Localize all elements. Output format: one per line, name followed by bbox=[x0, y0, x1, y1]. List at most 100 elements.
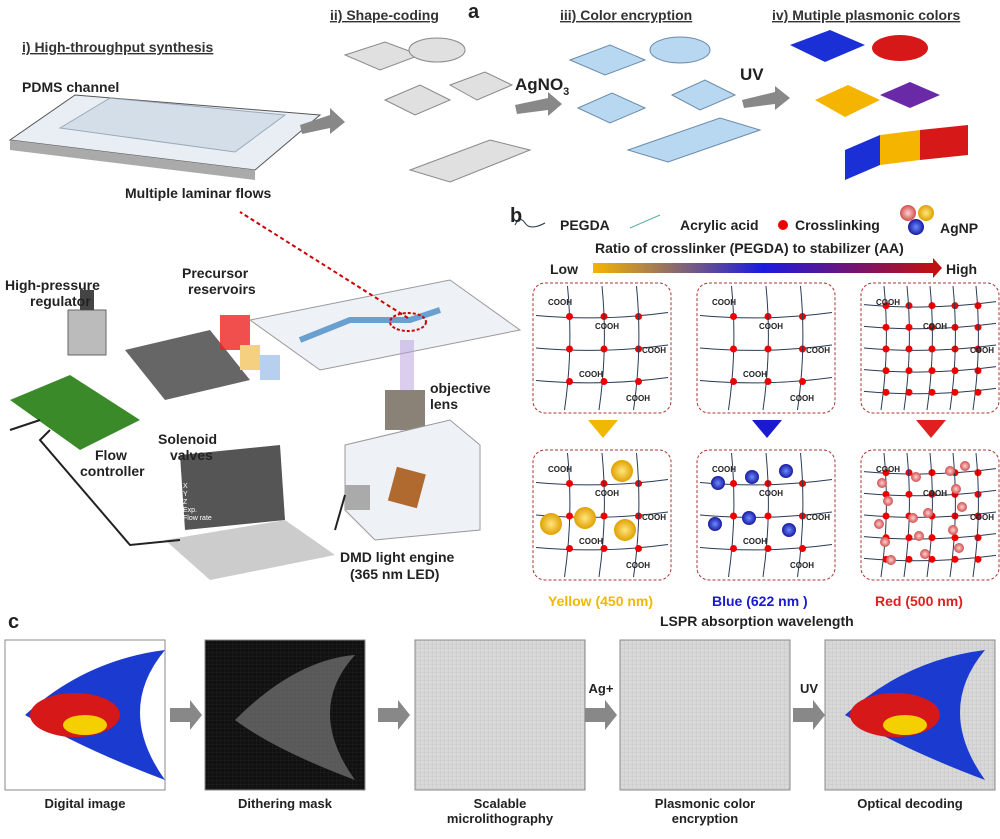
crosslink-dot bbox=[905, 555, 913, 563]
crosslink-dot bbox=[905, 490, 913, 498]
crosslink-dot bbox=[730, 480, 737, 487]
crosslink-dot bbox=[928, 345, 936, 353]
step-caption: Digital image bbox=[45, 796, 126, 811]
ratio-gradient-arrow bbox=[593, 263, 933, 273]
agnp-particle bbox=[954, 543, 964, 553]
agnp-particle bbox=[920, 549, 930, 559]
crosslink-dot bbox=[928, 388, 936, 396]
lattice-grid: COOH COOH COOH COOH COOH COOH COOH COOH COOH COOH… bbox=[532, 282, 1000, 581]
parrot-yellow-feathers bbox=[63, 715, 107, 735]
pegda-chain bbox=[797, 285, 804, 411]
crosslink-dot bbox=[951, 534, 959, 542]
crosslink-dot bbox=[635, 545, 642, 552]
cooh-label: COOH bbox=[790, 394, 814, 403]
crosslink-dot bbox=[799, 545, 806, 552]
arrow-icon bbox=[300, 108, 345, 134]
crosslink-dot bbox=[974, 555, 982, 563]
step-image bbox=[414, 639, 586, 791]
agnp-particle bbox=[945, 466, 955, 476]
result-yellow: Yellow (450 nm) bbox=[548, 593, 653, 609]
cooh-label: COOH bbox=[806, 346, 830, 355]
cooh-label: COOH bbox=[626, 561, 650, 570]
crosslink-dot bbox=[635, 378, 642, 385]
down-arrow-icon bbox=[588, 420, 618, 438]
crosslink-dot bbox=[882, 323, 890, 331]
dmd-label: DMD light engine(365 nm LED) bbox=[340, 549, 455, 582]
crosslink-dot bbox=[905, 388, 913, 396]
crosslink-dot bbox=[600, 545, 608, 552]
arrow-icon bbox=[378, 700, 410, 730]
crosslink-dot bbox=[730, 512, 737, 520]
crosslink-dot bbox=[974, 534, 982, 542]
crosslink-dot bbox=[764, 345, 772, 353]
agnp-blue-icon bbox=[908, 219, 924, 235]
agnp-particle bbox=[948, 525, 958, 535]
heading-high-throughput: i) High-throughput synthesis bbox=[22, 39, 214, 55]
crosslink-dot bbox=[730, 545, 737, 552]
crosslink-dot bbox=[882, 512, 890, 520]
crosslink-dot bbox=[905, 367, 913, 375]
cooh-label: COOH bbox=[595, 489, 619, 498]
crosslink-dot bbox=[566, 545, 573, 552]
agnp-particle bbox=[745, 470, 759, 484]
crosslink-dot bbox=[600, 378, 608, 385]
down-arrow-icon bbox=[916, 420, 946, 438]
pegda-chain bbox=[972, 285, 979, 411]
agnp-particle bbox=[779, 464, 793, 478]
panel-c-step: Optical decoding bbox=[824, 639, 996, 811]
crosslink-dot bbox=[566, 512, 573, 520]
agnp-particle bbox=[874, 519, 884, 529]
crosslink-dot bbox=[566, 345, 573, 353]
agnp-particle bbox=[708, 517, 722, 531]
cooh-label: COOH bbox=[970, 346, 994, 355]
crosslink-dot bbox=[882, 302, 890, 310]
agnp-red-icon bbox=[900, 205, 916, 221]
crosslink-dot bbox=[730, 378, 737, 385]
crosslink-dot bbox=[928, 534, 936, 542]
laminar-flows-label: Multiple laminar flows bbox=[125, 185, 271, 201]
heading-shape-coding: ii) Shape-coding bbox=[330, 7, 439, 23]
arrow-icon bbox=[170, 700, 202, 730]
arrow-icon bbox=[793, 700, 825, 730]
parrot-mask bbox=[235, 655, 355, 780]
crosslink-dot bbox=[928, 367, 936, 375]
agnp-particle bbox=[908, 513, 918, 523]
cooh-label: COOH bbox=[876, 465, 900, 474]
crosslink-dot bbox=[799, 378, 806, 385]
legend-crosslinking: Crosslinking bbox=[795, 217, 880, 233]
pegda-chain bbox=[797, 452, 804, 578]
arrow-label: UV bbox=[800, 681, 818, 696]
cooh-label: COOH bbox=[923, 322, 947, 331]
agnp-particle bbox=[711, 476, 725, 490]
legend-acrylic: Acrylic acid bbox=[680, 217, 759, 233]
crosslink-dot-icon bbox=[778, 220, 788, 230]
cooh-label: COOH bbox=[642, 346, 666, 355]
agnp-particle bbox=[951, 484, 961, 494]
lspr-label: LSPR absorption wavelength bbox=[660, 613, 854, 629]
pegda-chain bbox=[972, 452, 979, 578]
agnp-particle bbox=[886, 555, 896, 565]
cooh-label: COOH bbox=[595, 322, 619, 331]
panel-c-step: Digital image bbox=[4, 639, 166, 811]
crosslink-dot bbox=[882, 388, 890, 396]
down-arrow-icon bbox=[752, 420, 782, 438]
crosslink-dot bbox=[882, 367, 890, 375]
pdms-channel-illustration bbox=[8, 94, 322, 180]
crosslink-dot bbox=[905, 534, 913, 542]
cooh-label: COOH bbox=[548, 298, 572, 307]
agnp-particle bbox=[782, 523, 796, 537]
agnp-particle bbox=[883, 496, 893, 506]
agnp-particle bbox=[914, 531, 924, 541]
cooh-label: COOH bbox=[743, 537, 767, 546]
agnp-particle bbox=[960, 461, 970, 471]
